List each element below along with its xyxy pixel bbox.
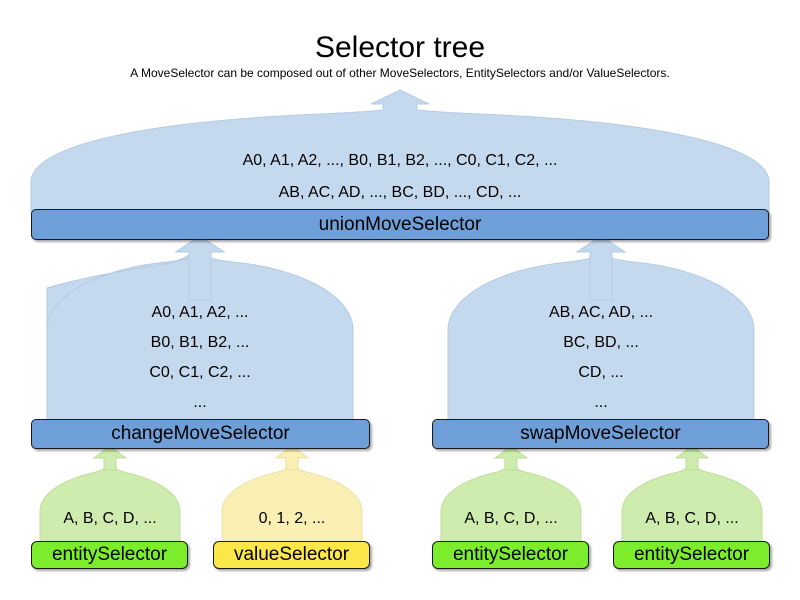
entity-selector-node-3[interactable]: entitySelector [613, 541, 770, 569]
arrow-leaf-entity-1-stem [92, 445, 128, 471]
entity-selector-node-1[interactable]: entitySelector [31, 541, 188, 569]
arrow-union-left-stem [174, 235, 226, 301]
arrow-leaf-entity-3-stem [674, 445, 710, 471]
arrow-union-right-stem [575, 235, 627, 301]
entity-selector-node-2[interactable]: entitySelector [432, 541, 589, 569]
union-dome-shape [30, 89, 770, 214]
arrow-leaf-value-1-stem [274, 445, 310, 471]
page-subtitle: A MoveSelector can be composed out of ot… [130, 66, 670, 80]
arrow-change-to-union [46, 234, 201, 331]
union-move-selector-node[interactable]: unionMoveSelector [31, 209, 769, 240]
change-move-selector-node[interactable]: changeMoveSelector [31, 419, 370, 449]
arrow-leaf-entity-2-stem [493, 445, 529, 471]
value-selector-node-1[interactable]: valueSelector [213, 541, 370, 569]
swap-move-selector-node[interactable]: swapMoveSelector [432, 419, 769, 449]
page-title: Selector tree [314, 31, 486, 64]
